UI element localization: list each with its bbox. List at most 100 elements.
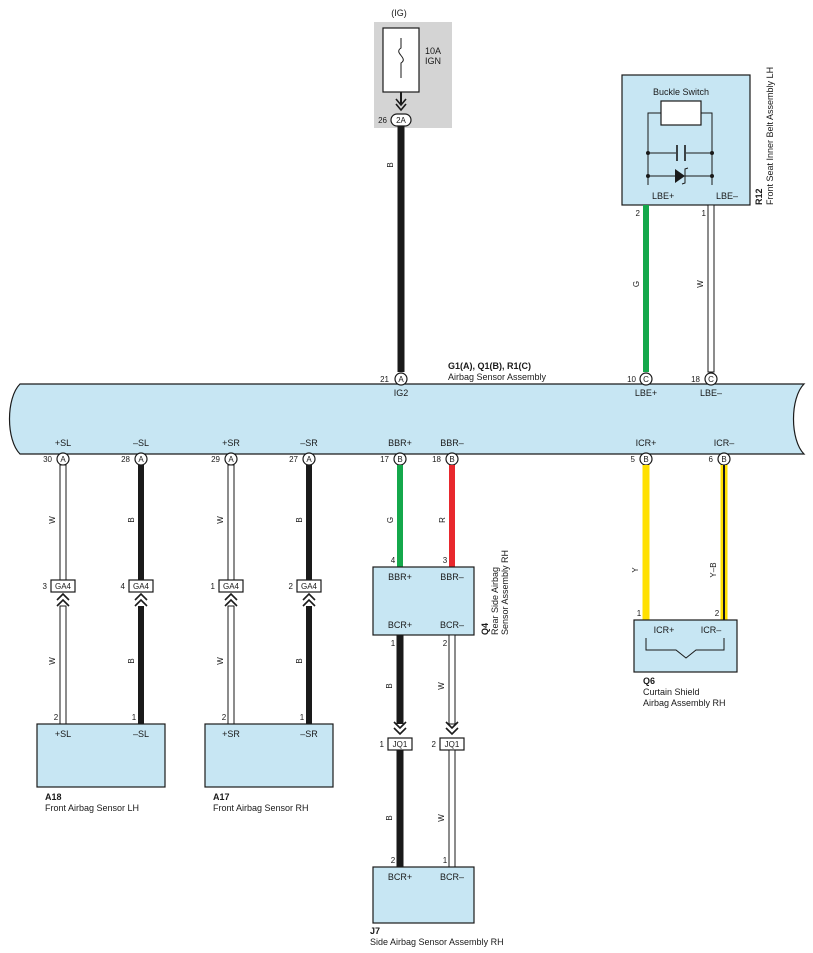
wire-label: W bbox=[48, 657, 57, 665]
j7-sensor: 2 1 BCR+ BCR– J7 Side Airbag Sensor Asse… bbox=[370, 856, 504, 947]
zener-diode-icon bbox=[675, 169, 685, 183]
wire-label: W bbox=[437, 814, 446, 822]
a18-label: –SL bbox=[133, 729, 149, 739]
main-bottom-conn: B bbox=[721, 455, 726, 464]
main-top-pin: 10 bbox=[627, 375, 636, 384]
wire-sl-plus bbox=[59, 464, 67, 581]
r12-pin-plus: 2 bbox=[636, 209, 641, 218]
q4-name: Rear Side Airbag bbox=[490, 567, 500, 635]
q4-pin: 1 bbox=[391, 639, 396, 648]
r12-label-plus: LBE+ bbox=[652, 191, 674, 201]
q4-label: BCR– bbox=[440, 620, 464, 630]
main-subtitle: Airbag Sensor Assembly bbox=[448, 372, 547, 382]
wire-label: B bbox=[385, 683, 394, 688]
fuse-name: IGN bbox=[425, 56, 441, 66]
main-bottom-conn: A bbox=[306, 455, 312, 464]
main-bottom-pin: 18 bbox=[432, 455, 441, 464]
q4-code: Q4 bbox=[480, 623, 490, 635]
main-bottom-label: +SL bbox=[55, 438, 71, 448]
j7-pin: 1 bbox=[443, 856, 448, 865]
wire-label: B bbox=[295, 658, 304, 663]
jq1-connectors: 1 JQ1 2 JQ1 bbox=[380, 721, 465, 751]
main-top-conn: C bbox=[643, 375, 649, 384]
main-bottom-pin: 6 bbox=[709, 455, 714, 464]
main-title: G1(A), Q1(B), R1(C) bbox=[448, 361, 531, 371]
main-bottom-label: –SR bbox=[300, 438, 318, 448]
q4-sensor: 4 3 BBR+ BBR– BCR+ BCR– 1 2 Q4 Rear Side… bbox=[372, 550, 510, 648]
r12-name: Front Seat Inner Belt Assembly LH bbox=[765, 67, 775, 205]
ga4-connector-badge bbox=[128, 579, 154, 593]
q6-name: Airbag Assembly RH bbox=[643, 698, 726, 708]
main-top-conn: C bbox=[708, 375, 714, 384]
jq1-pin: 1 bbox=[380, 740, 385, 749]
wire-sr-plus bbox=[227, 464, 235, 581]
wire-label: B bbox=[295, 517, 304, 522]
a17-sensor: 2 1 +SR –SR A17 Front Airbag Sensor RH bbox=[204, 713, 334, 813]
main-bottom-label: ICR+ bbox=[636, 438, 657, 448]
j7-pin: 2 bbox=[391, 856, 396, 865]
a17-label: +SR bbox=[222, 729, 240, 739]
a18-label: +SL bbox=[55, 729, 71, 739]
a18-code: A18 bbox=[45, 792, 62, 802]
a17-label: –SR bbox=[300, 729, 318, 739]
buckle-switch-icon bbox=[660, 100, 702, 126]
main-bottom-conn: A bbox=[138, 455, 144, 464]
j7-label: BCR+ bbox=[388, 872, 412, 882]
main-bottom-terminals: +SL 30 A –SL 28 A +SR 29 A –SR 27 A BBR+… bbox=[43, 438, 734, 466]
wire-lbe-plus-label: G bbox=[632, 281, 641, 287]
main-top-label: LBE+ bbox=[635, 388, 657, 398]
main-bottom-conn: A bbox=[60, 455, 66, 464]
fuse-icon bbox=[398, 38, 404, 78]
wire-label: W bbox=[437, 682, 446, 690]
chevron-up-icon bbox=[302, 592, 316, 607]
wire-label: W bbox=[48, 516, 57, 524]
fuse-block: (IG) 10A IGN 26 2A bbox=[374, 8, 452, 128]
wire-bcr-minus bbox=[448, 634, 456, 725]
fuse-arrow-icon bbox=[395, 98, 407, 112]
main-bottom-pin: 29 bbox=[211, 455, 220, 464]
fuse-source: (IG) bbox=[391, 8, 407, 18]
main-top-conn: A bbox=[398, 375, 404, 384]
main-top-pin: 21 bbox=[380, 375, 389, 384]
wire-label: B bbox=[127, 658, 136, 663]
q4-pin: 4 bbox=[391, 556, 396, 565]
main-bottom-pin: 17 bbox=[380, 455, 389, 464]
chevron-down-icon bbox=[393, 721, 407, 736]
fuse-rating: 10A bbox=[425, 46, 441, 56]
a17-pin: 2 bbox=[222, 713, 227, 722]
main-top-terminals: 21 A IG2 10 C LBE+ 18 C LBE– bbox=[380, 372, 722, 398]
j7-code: J7 bbox=[370, 926, 380, 936]
main-bottom-conn: B bbox=[449, 455, 454, 464]
wire-label: R bbox=[438, 517, 447, 523]
main-top-pin: 18 bbox=[691, 375, 700, 384]
q4-label: BBR– bbox=[440, 572, 464, 582]
ga4-pin: 2 bbox=[289, 582, 294, 591]
wire-label: B bbox=[385, 815, 394, 820]
main-bottom-label: BBR– bbox=[440, 438, 464, 448]
ga4-name: GA4 bbox=[301, 582, 318, 591]
r12-code: R12 bbox=[754, 188, 764, 205]
ga4-connector-badge bbox=[50, 579, 76, 593]
ga4-connector-badge bbox=[218, 579, 244, 593]
wire-label: B bbox=[127, 517, 136, 522]
j7-name: Side Airbag Sensor Assembly RH bbox=[370, 937, 504, 947]
q4-pin: 2 bbox=[443, 639, 448, 648]
airbag-sensor-assembly bbox=[8, 383, 806, 455]
q6-pin: 1 bbox=[637, 609, 642, 618]
main-bottom-pin: 27 bbox=[289, 455, 298, 464]
chevron-down-icon bbox=[445, 721, 459, 736]
fuse-pin: 26 bbox=[378, 116, 387, 125]
main-bottom-conn: A bbox=[228, 455, 234, 464]
ga4-pin: 4 bbox=[121, 582, 126, 591]
q6-airbag: 1 2 ICR+ ICR– Q6 Curtain Shield Airbag A… bbox=[633, 609, 738, 708]
main-top-label: IG2 bbox=[394, 388, 409, 398]
wire-label: Y–B bbox=[709, 562, 718, 577]
ga4-name: GA4 bbox=[223, 582, 240, 591]
q4-name: Sensor Assembly RH bbox=[500, 550, 510, 635]
r12-left-rail bbox=[647, 112, 661, 185]
q6-label: ICR+ bbox=[654, 625, 675, 635]
wire-label: W bbox=[216, 657, 225, 665]
ga4-connector-badge bbox=[296, 579, 322, 593]
r12-pin-minus: 1 bbox=[702, 209, 707, 218]
